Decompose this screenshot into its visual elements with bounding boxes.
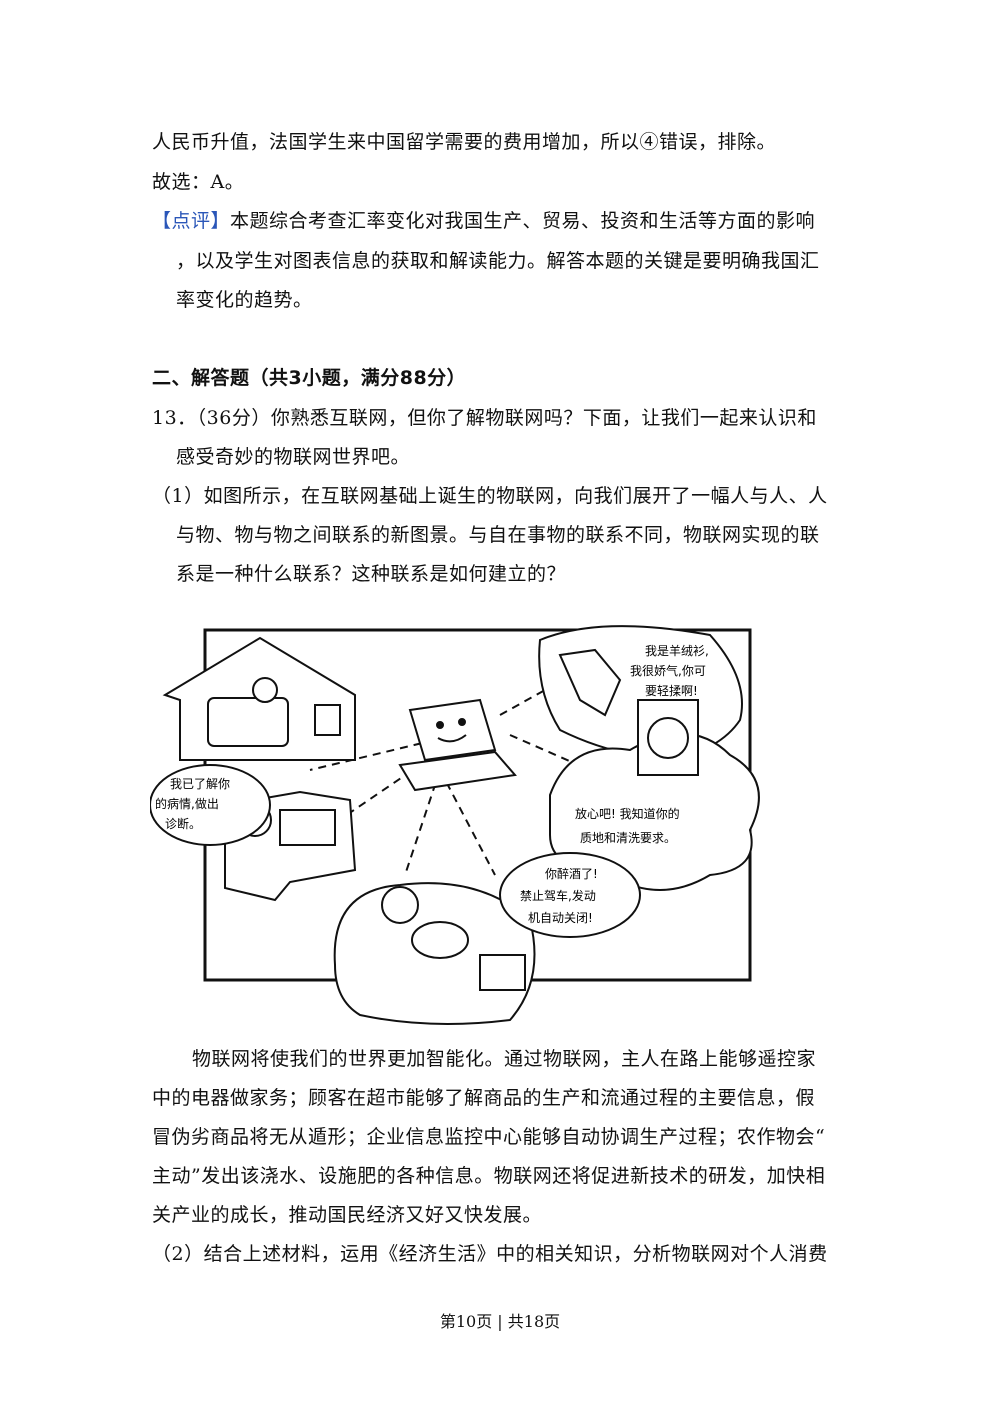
review-line: ，以及学生对图表信息的获取和解读能力。解答本题的关键是要明确我国汇 [176, 250, 820, 272]
bubble-washer-line: 放心吧! 我知道你的 [575, 806, 680, 821]
washer-cloud: 放心吧! 我知道你的 质地和清洗要求。 [549, 699, 760, 891]
section-heading: 二、解答题（共3小题，满分88分） [152, 367, 467, 389]
bubble-washer-line: 质地和清洗要求。 [580, 831, 676, 845]
review-paragraph: 【点评】本题综合考查汇率变化对我国生产、贸易、投资和生活等方面的影响 [152, 209, 815, 233]
bubble-sweater-line: 我很娇气,你可 [630, 663, 706, 678]
question-line: 感受奇妙的物联网世界吧。 [176, 446, 411, 468]
question-part1-line: （1）如图所示，在互联网基础上诞生的物联网，向我们展开了一幅人与人、人 [152, 485, 828, 507]
page-footer: 第10页 | 共18页 [439, 1312, 561, 1331]
bubble-doctor-line: 的病情,做出 [155, 796, 219, 811]
review-tag: 【点评】 [152, 210, 231, 232]
answer-line: 故选：A。 [152, 171, 245, 193]
bubble-car-line: 你醉酒了! [545, 866, 598, 881]
house-drawing [162, 636, 356, 761]
iot-illustration: 我是羊绒衫, 我很娇气,你可 要轻揉啊! 放心吧! 我知道你的 质地和清洗要求。… [150, 625, 760, 1025]
question-part1-line: 与物、物与物之间联系的新图景。与自在事物的联系不同，物联网实现的联 [176, 524, 820, 546]
material-line: 关产业的成长，推动国民经济又好又快发展。 [152, 1204, 543, 1226]
question-part2-line: （2）结合上述材料，运用《经济生活》中的相关知识，分析物联网对个人消费 [152, 1243, 828, 1265]
material-line: 主动”发出该浇水、设施肥的各种信息。物联网还将促进新技术的研发，加快相 [152, 1165, 826, 1187]
text-line: 人民币升值，法国学生来中国留学需要的费用增加，所以④错误，排除。 [152, 131, 777, 153]
bubble-doctor-line: 诊断。 [165, 816, 201, 831]
car-bubble: 你醉酒了! 禁止驾车,发动 机自动关闭! [499, 852, 641, 938]
bubble-doctor-line: 我已了解你 [170, 777, 230, 791]
review-line: 率变化的趋势。 [176, 289, 313, 311]
review-text: 本题综合考查汇率变化对我国生产、贸易、投资和生活等方面的影响 [230, 210, 816, 232]
question-line: 13．（36分）你熟悉互联网，但你了解物联网吗？下面，让我们一起来认识和 [152, 407, 817, 429]
bubble-car-line: 禁止驾车,发动 [520, 888, 596, 903]
doctor-bubble: 我已了解你 的病情,做出 诊断。 [150, 764, 271, 846]
driver-drawing [333, 882, 536, 1025]
bubble-sweater-line: 我是羊绒衫, [645, 643, 709, 658]
bubble-sweater-line: 要轻揉啊! [645, 683, 698, 698]
material-line: 物联网将使我们的世界更加智能化。通过物联网，主人在路上能够遥控家 [192, 1048, 817, 1070]
bubble-car-line: 机自动关闭! [528, 911, 593, 925]
material-line: 冒伪劣商品将无从遁形；企业信息监控中心能够自动协调生产过程；农作物会“ [152, 1126, 826, 1148]
question-part1-line: 系是一种什么联系？这种联系是如何建立的？ [176, 563, 567, 585]
laptop-drawing [398, 698, 517, 792]
material-line: 中的电器做家务；顾客在超市能够了解商品的生产和流通过程的主要信息，假 [152, 1087, 816, 1109]
